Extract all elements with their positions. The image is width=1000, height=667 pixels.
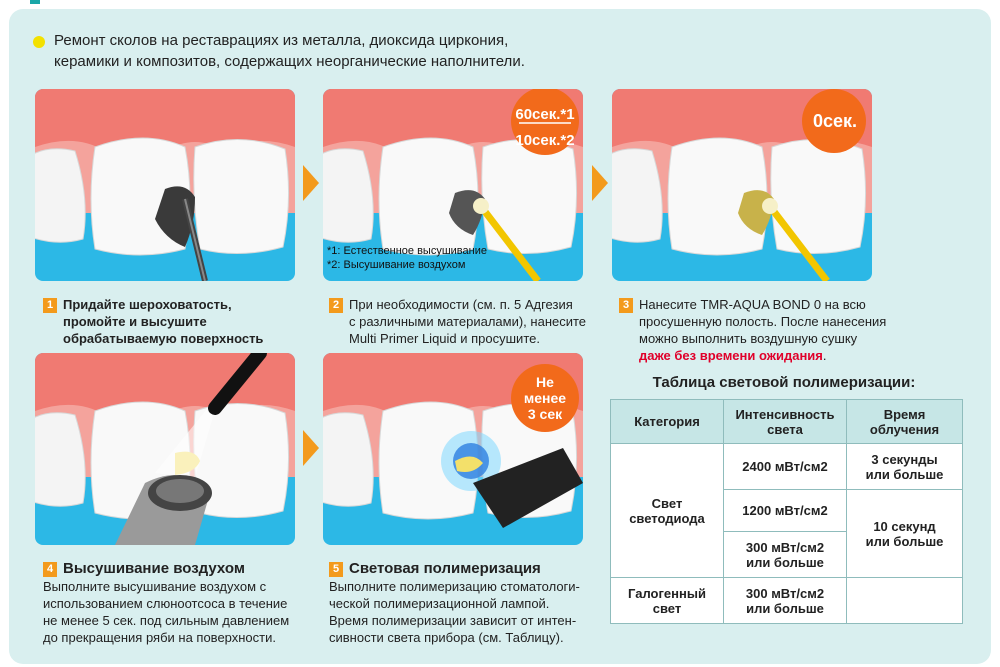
step2-badge-bottom: 10сек.*2 [515, 132, 575, 149]
step-1-text: 1 Придайте шероховатость, промойте и высу… [43, 296, 263, 347]
top-accent-bar [30, 0, 40, 4]
table-title: Таблица световой полимеризации: [652, 374, 916, 391]
step-5-number: 5 [329, 562, 343, 577]
step1-illustration [35, 89, 295, 281]
cell-r3-intensity-line-2: или больше [746, 554, 824, 570]
cell-led-line-1: Свет [651, 495, 683, 511]
step-2-line-1: При необходимости (см. п. 5 Адгезия [349, 297, 573, 312]
header-category: Категория [610, 399, 724, 444]
step-3-line-1: Нанесите TMR-AQUA BOND 0 на всю [639, 297, 866, 312]
step2-notes: *1: Естественное высушивание *2: Высушив… [327, 244, 487, 272]
step4-illustration [35, 353, 295, 545]
step-3-line-2: просушенную полость. После нанесения [639, 314, 887, 329]
step-2-line-3: Multi Primer Liquid и просушите. [349, 331, 540, 346]
step-5-line-3: Время полимеризации зависит от интен- [329, 613, 577, 628]
step-3-text: 3 Нанесите TMR-AQUA BOND 0 на всю просуше… [619, 296, 886, 364]
cell-r3-intensity-line-1: 300 мВт/см2 [745, 539, 825, 555]
step-5-line-2: ческой полимеризационной лампой. [329, 596, 550, 611]
step3-badge: 0сек. [812, 111, 858, 131]
step-3-highlight: даже без времени ожидания [639, 348, 823, 363]
step2-illustration [323, 89, 583, 281]
cell-r1-time-line-2: или больше [865, 466, 944, 482]
step-1-line-1: Придайте шероховатость, [63, 297, 232, 312]
cell-r1-intensity: 2400 мВт/см2 [723, 443, 847, 490]
step-4-title: Высушивание воздухом [63, 560, 245, 577]
step5-badge: Не менее 3 сек [510, 374, 580, 422]
cell-led-line-2: светодиода [629, 510, 705, 526]
step2-note-2: *2: Высушивание воздухом [327, 259, 466, 271]
step-4-line-2: использованием слюноотсоса в течение [43, 596, 288, 611]
step-2-number: 2 [329, 298, 343, 313]
cell-r23-time-line-1: 10 секунд [873, 518, 936, 534]
step-3-line-end: . [822, 348, 827, 363]
cell-r4-intensity-line-2: или больше [746, 600, 824, 616]
cell-halogen-line-1: Галогенный [628, 585, 706, 601]
arrow-icon [592, 165, 608, 201]
step-1-number: 1 [43, 298, 57, 313]
arrow-icon [303, 165, 319, 201]
intro-line-1: Ремонт сколов на реставрациях из металла… [54, 32, 509, 49]
step5-illustration [323, 353, 583, 545]
header-time-line-1: Время [883, 406, 926, 422]
step-4-text: 4 Высушивание воздухом Выполните высушива… [43, 559, 289, 646]
step-5-line-4: сивности света прибора (см. Таблицу). [329, 630, 564, 645]
step2-badge-top: 60сек.*1 [515, 106, 575, 123]
step-3-line-3: можно выполнить воздушную сушку [639, 331, 858, 346]
step-4-line-4: до прекращения ряби на поверхности. [43, 630, 276, 645]
arrow-icon [303, 430, 319, 466]
cell-halogen-line-2: свет [652, 600, 682, 616]
step-3-number: 3 [619, 298, 633, 313]
header-time-line-2: облучения [869, 421, 940, 437]
step3-illustration [612, 89, 872, 281]
header-intensity-line-2: света [767, 421, 803, 437]
step-4-number: 4 [43, 562, 57, 577]
step5-badge-line-3: 3 сек [527, 406, 563, 422]
step5-badge-line-2: менее [523, 390, 567, 406]
intro-line-2: керамики и композитов, содержащих неорга… [54, 53, 525, 70]
step-1-line-3: обрабатываемую поверхность [63, 331, 264, 346]
step2-note-1: *1: Естественное высушивание [327, 245, 487, 257]
step-5-text: 5 Световая полимеризация Выполните полиме… [329, 559, 580, 646]
step5-badge-line-1: Не [536, 374, 554, 390]
cell-r23-time-line-2: или больше [865, 533, 944, 549]
intro-bullet-icon [33, 36, 45, 48]
cell-r1-time-line-1: 3 секунды [871, 451, 938, 467]
step-2-text: 2 При необходимости (см. п. 5 Адгезия с р… [329, 296, 586, 347]
header-intensity-line-1: Интенсивность [735, 406, 835, 422]
cell-r4-time [846, 577, 963, 624]
step-5-line-1: Выполните полимеризацию стоматологи- [329, 579, 580, 594]
cell-r4-intensity-line-1: 300 мВт/см2 [745, 585, 825, 601]
step-4-line-1: Выполните высушивание воздухом с [43, 579, 267, 594]
intro-text: Ремонт сколов на реставрациях из металла… [54, 30, 594, 72]
cell-r2-intensity: 1200 мВт/см2 [723, 489, 847, 532]
step-1-line-2: промойте и высушите [63, 314, 207, 329]
step-5-title: Световая полимеризация [349, 560, 541, 577]
step-4-line-3: не менее 5 сек. под сильным давлением [43, 613, 290, 628]
step-2-line-2: с различными материалами), нанесите [349, 314, 587, 329]
